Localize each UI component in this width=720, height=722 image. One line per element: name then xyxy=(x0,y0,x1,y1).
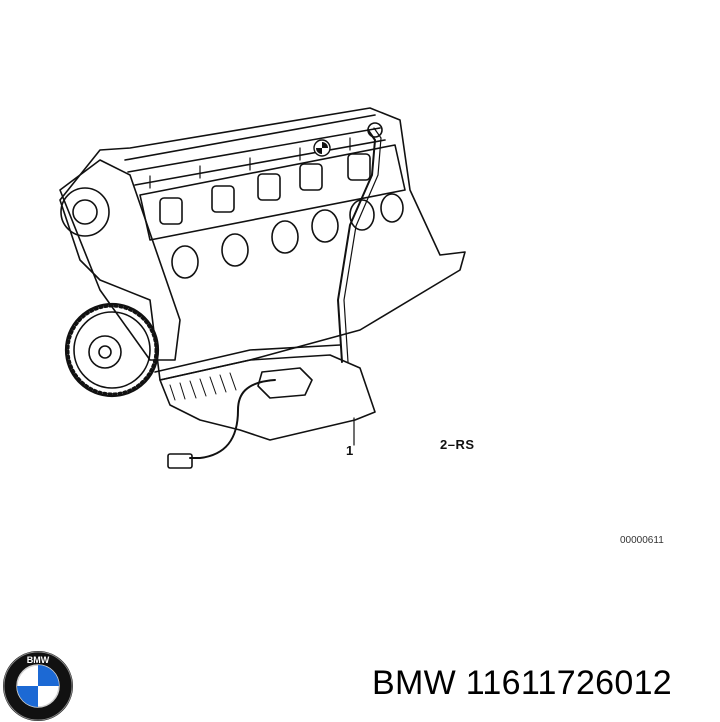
logo-blue-quadrant xyxy=(38,665,59,686)
logo-blue-quadrant xyxy=(17,686,38,707)
brand-name: BMW xyxy=(372,664,456,702)
cylinder-head-rail xyxy=(124,114,386,186)
head-bolts xyxy=(149,137,351,189)
timing-cover xyxy=(59,159,181,361)
engine-block-outline xyxy=(59,107,466,381)
dipstick-tube xyxy=(337,129,376,363)
pan-fins xyxy=(169,372,237,401)
logo-letters: BMW xyxy=(27,655,50,665)
flywheel xyxy=(64,302,160,398)
wiring-harness xyxy=(189,379,276,459)
callout-1: 1 xyxy=(346,443,354,458)
reference-code: 00000611 xyxy=(620,535,664,546)
engine-roundel xyxy=(313,139,331,157)
callout-2-rs: 2–RS xyxy=(440,437,475,452)
connector-plug xyxy=(167,453,193,469)
brand-part-number: BMW 11611726012 xyxy=(372,664,672,703)
intake-ports xyxy=(171,193,404,279)
manifold-bosses xyxy=(159,153,371,225)
part-number: 11611726012 xyxy=(465,664,673,702)
front-pulley xyxy=(60,187,110,237)
pan-sensor xyxy=(257,367,313,399)
oil-pan xyxy=(159,354,376,441)
bmw-logo: BMW xyxy=(3,651,73,721)
